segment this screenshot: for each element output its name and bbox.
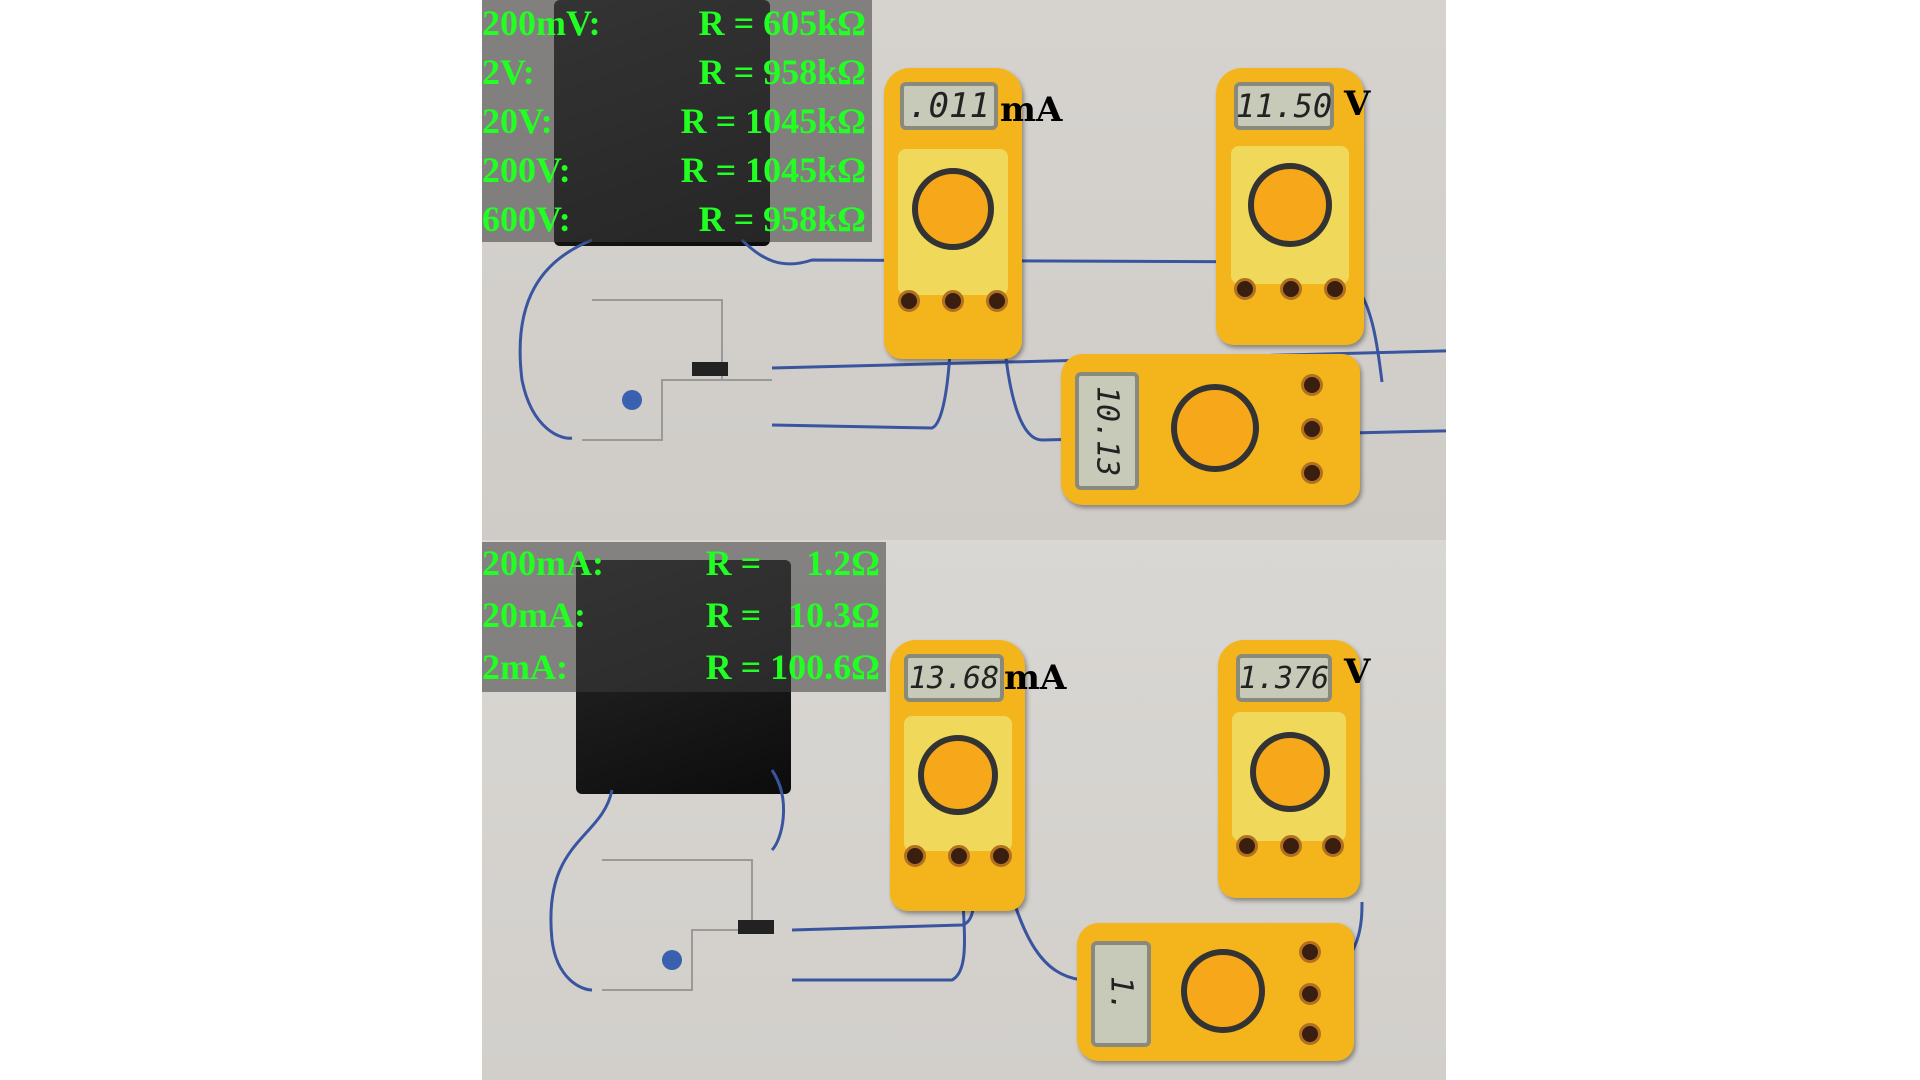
range-label: 600V: [482,199,571,239]
jack-10adc[interactable] [898,290,920,312]
ammeter-display: .011 [900,82,998,130]
resistance-overlay: 200mV: R = 605kΩ 2V: R = 958kΩ 20V: R = 104… [482,0,872,242]
measurement-row: 600V: R = 958kΩ [482,198,872,247]
range-label: 2V: [482,52,535,92]
range-dial[interactable] [1181,949,1265,1033]
range-dial[interactable] [1250,732,1330,812]
jack-vma[interactable] [1299,941,1321,963]
potentiometer [662,950,682,970]
jack-10adc[interactable] [1236,835,1258,857]
jack-vma[interactable] [1322,835,1344,857]
measurement-row: 2V: R = 958kΩ [482,51,872,100]
measurement-row: 200mA: R = 1.2Ω [482,542,886,594]
resistance-value: R = 1.2Ω [705,543,880,583]
voltmeter-unit: V [1344,84,1371,124]
ammeter-unit: mA [1004,658,1067,698]
resistance-value: R = 1045kΩ [680,101,866,141]
resistance-value: R = 100.6Ω [705,647,880,687]
jack-10adc[interactable] [1301,462,1323,484]
meter-under-test: 10.13 [1061,354,1360,505]
jack-vma[interactable] [1324,278,1346,300]
range-dial[interactable] [918,735,998,815]
resistance-value: R = 10.3Ω [705,595,880,635]
range-label: 20V: [482,101,553,141]
jack-com[interactable] [942,290,964,312]
jack-10adc[interactable] [1234,278,1256,300]
range-label: 200mV: [482,3,601,43]
measurement-row: 200V: R = 1045kΩ [482,149,872,198]
resistance-value: R = 958kΩ [698,199,866,239]
jack-vma[interactable] [990,845,1012,867]
resistance-value: R = 1045kΩ [680,150,866,190]
range-label: 20mA: [482,595,586,635]
measurement-row: 200mV: R = 605kΩ [482,2,872,51]
bottom-photo: 13.68 mA 1.376 V 1. 200mA: R = 1.2Ω 20mA:… [482,540,1446,1080]
ammeter-display: 13.68 [904,654,1004,702]
jack-vma[interactable] [1301,374,1323,396]
range-label: 200V: [482,150,571,190]
range-dial[interactable] [912,168,994,250]
measurement-row: 20mA: R = 10.3Ω [482,594,886,646]
range-dial[interactable] [1171,384,1259,472]
resistance-value: R = 605kΩ [698,3,866,43]
jack-vma[interactable] [986,290,1008,312]
range-label: 200mA: [482,543,604,583]
measurement-row: 20V: R = 1045kΩ [482,100,872,149]
jack-com[interactable] [1301,418,1323,440]
jack-com[interactable] [1280,835,1302,857]
voltmeter: 1.376 [1218,640,1360,898]
range-dial[interactable] [1248,163,1332,247]
ammeter-unit: mA [1000,90,1063,130]
jack-com[interactable] [1280,278,1302,300]
jack-10adc[interactable] [1299,1023,1321,1045]
top-photo: .011 mA 11.50 V 10.13 200mV: R = 605kΩ 2V… [482,0,1446,540]
voltmeter-display: 1.376 [1236,654,1332,702]
ic-chip [692,362,728,376]
ammeter: .011 [884,68,1022,359]
voltmeter-display: 11.50 [1234,82,1334,130]
potentiometer [622,390,642,410]
jack-com[interactable] [948,845,970,867]
ic-chip [738,920,774,934]
ammeter: 13.68 [890,640,1025,911]
resistance-overlay: 200mA: R = 1.2Ω 20mA: R = 10.3Ω 2mA: R = 10… [482,542,886,692]
meter-under-test: 1. [1077,923,1354,1061]
voltmeter-unit: V [1344,652,1371,692]
meter-under-test-display: 10.13 [1075,372,1139,490]
jack-10adc[interactable] [904,845,926,867]
range-label: 2mA: [482,647,568,687]
measurement-row: 2mA: R = 100.6Ω [482,646,886,698]
meter-under-test-display: 1. [1091,941,1151,1047]
voltmeter: 11.50 [1216,68,1364,345]
resistance-value: R = 958kΩ [698,52,866,92]
jack-com[interactable] [1299,983,1321,1005]
